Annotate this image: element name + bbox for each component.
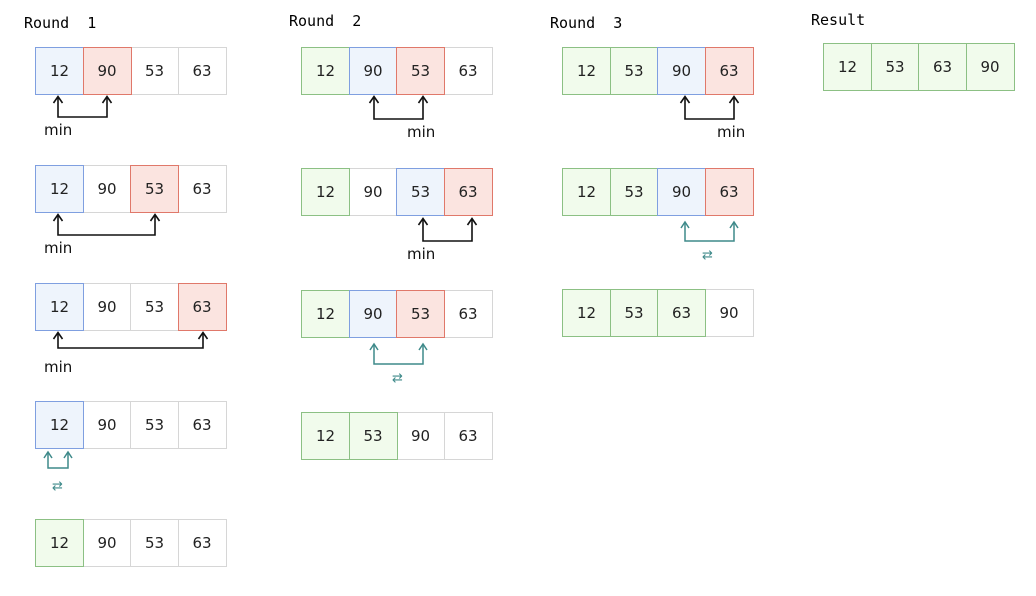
array-cell: 63 xyxy=(177,283,227,331)
array-cell: 63 xyxy=(177,47,227,95)
array-cell: 90 xyxy=(82,519,132,567)
array-cell: 53 xyxy=(396,168,445,216)
round-3-step-3: 12 53 63 90 xyxy=(562,289,754,337)
array-cell: 90 xyxy=(704,289,754,337)
array-cell: 63 xyxy=(657,289,706,337)
array-cell: 53 xyxy=(870,43,920,91)
round-1-step-2: 12 90 53 63 xyxy=(35,165,227,213)
round-2-step-3: 12 90 53 63 xyxy=(301,290,493,338)
round-1-step-1: 12 90 53 63 xyxy=(35,47,227,95)
round-3-step-2: 12 53 90 63 xyxy=(562,168,754,216)
array-cell: 90 xyxy=(348,290,398,338)
array-cell: 90 xyxy=(82,283,132,331)
array-cell: 63 xyxy=(443,412,493,460)
round-1-title: Round 1 xyxy=(24,14,97,32)
array-cell: 53 xyxy=(130,401,179,449)
min-bracket-arrow xyxy=(679,95,740,120)
array-cell: 53 xyxy=(130,519,179,567)
array-cell: 63 xyxy=(443,47,493,95)
array-cell: 63 xyxy=(177,401,227,449)
array-cell: 12 xyxy=(35,47,84,95)
round-1-step-5: 12 90 53 63 xyxy=(35,519,227,567)
array-cell: 53 xyxy=(396,47,445,95)
swap-bracket-arrow xyxy=(680,220,739,242)
swap-icon: ⇄ xyxy=(702,248,713,263)
array-cell: 90 xyxy=(82,47,132,95)
array-cell: 12 xyxy=(35,283,84,331)
round-2-title: Round 2 xyxy=(289,12,362,30)
array-cell: 12 xyxy=(301,47,350,95)
array-cell: 53 xyxy=(130,47,179,95)
array-cell: 63 xyxy=(704,168,754,216)
min-bracket-arrow xyxy=(52,95,113,118)
min-bracket-arrow xyxy=(52,331,209,349)
array-cell: 12 xyxy=(301,290,350,338)
min-bracket-arrow xyxy=(417,217,478,242)
array-cell: 53 xyxy=(130,165,179,213)
round-2-step-4: 12 53 90 63 xyxy=(301,412,493,460)
round-1-step-4: 12 90 53 63 xyxy=(35,401,227,449)
array-cell: 63 xyxy=(918,43,967,91)
array-cell: 12 xyxy=(562,168,611,216)
array-cell: 12 xyxy=(301,412,350,460)
array-cell: 12 xyxy=(35,165,84,213)
array-cell: 63 xyxy=(443,290,493,338)
array-cell: 12 xyxy=(35,519,84,567)
min-label: min xyxy=(407,245,435,263)
array-cell: 63 xyxy=(704,47,754,95)
array-cell: 12 xyxy=(823,43,872,91)
swap-icon: ⇄ xyxy=(52,479,63,494)
array-cell: 53 xyxy=(396,290,445,338)
array-cell: 90 xyxy=(82,165,132,213)
array-cell: 12 xyxy=(35,401,84,449)
round-1-step-3: 12 90 53 63 xyxy=(35,283,227,331)
array-cell: 12 xyxy=(562,289,611,337)
round-3-title: Round 3 xyxy=(550,14,623,32)
array-cell: 90 xyxy=(657,47,706,95)
array-cell: 90 xyxy=(396,412,445,460)
array-cell: 90 xyxy=(348,47,398,95)
min-label: min xyxy=(717,123,745,141)
min-label: min xyxy=(44,239,72,257)
min-label: min xyxy=(407,123,435,141)
array-cell: 90 xyxy=(82,401,132,449)
array-cell: 53 xyxy=(609,47,659,95)
swap-bracket-arrow xyxy=(43,450,73,469)
min-bracket-arrow xyxy=(368,95,429,120)
result-row: 12 53 63 90 xyxy=(823,43,1015,91)
array-cell: 63 xyxy=(177,519,227,567)
min-bracket-arrow xyxy=(52,213,161,236)
array-cell: 63 xyxy=(443,168,493,216)
min-label: min xyxy=(44,121,72,139)
result-title: Result xyxy=(811,11,866,29)
array-cell: 53 xyxy=(130,283,179,331)
swap-icon: ⇄ xyxy=(392,371,403,386)
array-cell: 90 xyxy=(348,168,398,216)
array-cell: 90 xyxy=(965,43,1015,91)
array-cell: 53 xyxy=(609,168,659,216)
round-2-step-1: 12 90 53 63 xyxy=(301,47,493,95)
round-3-step-1: 12 53 90 63 xyxy=(562,47,754,95)
array-cell: 12 xyxy=(301,168,350,216)
swap-bracket-arrow xyxy=(369,342,428,365)
array-cell: 53 xyxy=(348,412,398,460)
round-2-step-2: 12 90 53 63 xyxy=(301,168,493,216)
min-label: min xyxy=(44,358,72,376)
array-cell: 53 xyxy=(609,289,659,337)
array-cell: 63 xyxy=(177,165,227,213)
array-cell: 12 xyxy=(562,47,611,95)
array-cell: 90 xyxy=(657,168,706,216)
